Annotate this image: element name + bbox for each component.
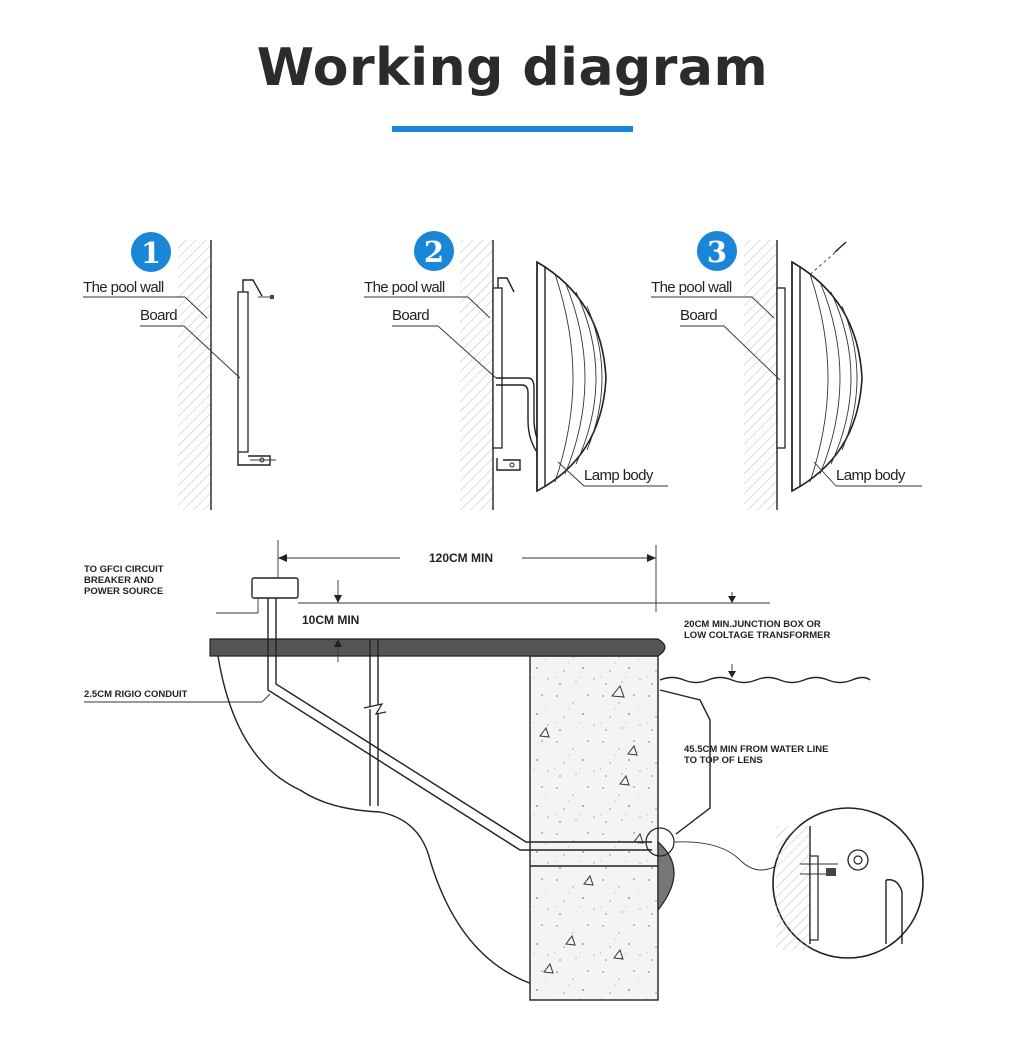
step-1-badge [131, 232, 171, 272]
step-2-top-hook [497, 277, 515, 293]
step-3-screw [834, 241, 847, 253]
soil-curve-left [217, 655, 381, 813]
dim-20cm: 20CM MIN.JUNCTION BOX OR LOW COLTAGE TRA… [684, 592, 830, 678]
step-1-top-hook [242, 279, 263, 297]
title-underline [392, 126, 633, 132]
step-3-lamp-body [791, 260, 863, 493]
detail-callout [772, 807, 924, 959]
conduit-break-mark [363, 703, 387, 715]
dim-120cm: 120CM MIN [278, 545, 657, 612]
step-2-lamp-body [536, 260, 607, 493]
step-3-pool-wall [744, 240, 777, 510]
step-3-board [776, 287, 786, 449]
step-2-panel: 2 The pool wall Board Lamp body [364, 231, 668, 510]
conduit-label: 2.5CM RIGIO CONDUIT [84, 689, 188, 700]
step-2-lamp-label: Lamp body [584, 467, 654, 484]
step-1-wall-label: The pool wall [83, 279, 164, 296]
step-2-board-label: Board [392, 307, 429, 324]
gfci-note-line-1: TO GFCI CIRCUIT [84, 564, 164, 575]
water-note-line-2: TO TOP OF LENS [684, 755, 763, 766]
junction-note-line-1: 20CM MIN.JUNCTION BOX OR [684, 619, 821, 630]
step-2-wall-label: The pool wall [364, 279, 445, 296]
step-1-board [237, 291, 249, 453]
step-2-number: 2 [424, 235, 444, 269]
pool-deck [209, 638, 666, 657]
dim-10cm-label: 10CM MIN [302, 613, 359, 627]
junction-note-line-2: LOW COLTAGE TRANSFORMER [684, 630, 830, 641]
step-2-badge [414, 231, 454, 271]
gfci-note-line-2: BREAKER AND [84, 575, 154, 586]
step-3-number: 3 [707, 235, 727, 269]
installed-lamp [657, 840, 675, 912]
step-2-pool-wall [460, 240, 493, 510]
gfci-note-line-3: POWER SOURCE [84, 586, 163, 597]
conduit-pipe [267, 598, 652, 851]
step-1-number: 1 [141, 236, 161, 270]
step-2-board [492, 287, 503, 449]
step-1-panel: 1 The pool wall Board [83, 232, 276, 510]
pool-wall-concrete [529, 655, 659, 1001]
detail-leader [673, 841, 786, 871]
step-3-wall-label: The pool wall [651, 279, 732, 296]
step-3-panel: 3 The pool wall Board Lamp body [651, 231, 922, 510]
water-note-line-1: 45.5CM MIN FROM WATER LINE [684, 744, 828, 755]
dim-10cm: 10CM MIN [302, 580, 359, 662]
dim-120cm-label: 120CM MIN [429, 551, 493, 565]
step-3-board-label: Board [680, 307, 717, 324]
step-1-bottom-bracket [237, 452, 271, 466]
dim-45cm: 45.5CM MIN FROM WATER LINE TO TOP OF LEN… [659, 689, 828, 835]
step-1-board-label: Board [140, 307, 177, 324]
step-3-screw-guide [791, 249, 839, 291]
step-3-badge [697, 231, 737, 271]
installation-section: 120CM MIN 10CM MIN 20CM MIN.JUNCTION BOX… [84, 540, 924, 1001]
junction-box [251, 577, 299, 599]
step-1-pool-wall [178, 240, 211, 510]
step-3-lamp-label: Lamp body [836, 467, 906, 484]
water-line [659, 676, 871, 684]
soil-curve-lower [379, 811, 536, 986]
page-title: Working diagram [256, 38, 769, 98]
